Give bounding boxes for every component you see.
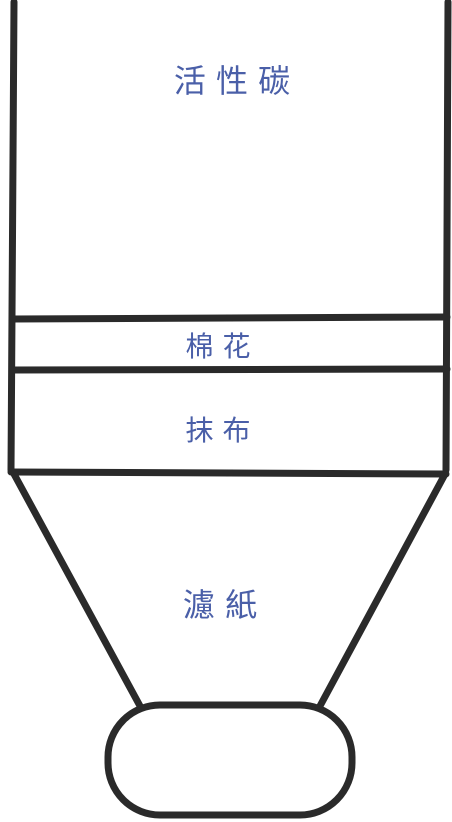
layer-label-cotton: 棉 花 bbox=[186, 330, 251, 363]
divider-carbon-cotton bbox=[8, 313, 451, 323]
outlet bbox=[104, 701, 356, 819]
funnel-right-side bbox=[316, 472, 448, 710]
layer-label-paper: 濾 紙 bbox=[183, 586, 257, 624]
divider-cotton-cloth bbox=[8, 365, 451, 374]
layer-label-carbon: 活 性 碳 bbox=[174, 62, 290, 100]
right-wall bbox=[442, 0, 452, 474]
left-wall bbox=[7, 0, 18, 474]
divider-cloth-paper bbox=[7, 468, 450, 478]
layer-label-cloth: 抹 布 bbox=[186, 414, 251, 447]
funnel-left-side bbox=[10, 470, 144, 710]
